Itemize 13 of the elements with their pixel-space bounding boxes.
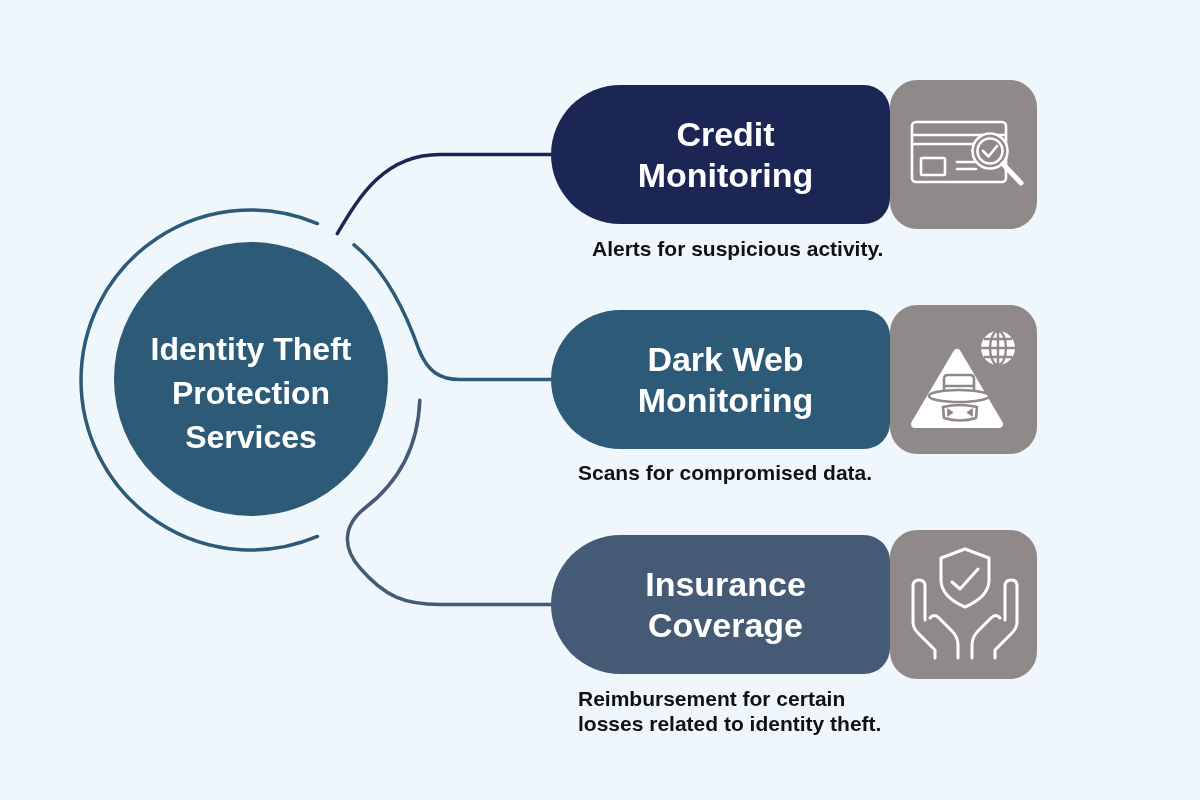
description-text: Reimbursement for certain losses related to identity theft.: [578, 686, 883, 736]
connector-line: [345, 398, 553, 607]
service-pill: [551, 310, 890, 449]
service-pill: [551, 85, 890, 224]
service-pill: [551, 535, 890, 674]
service-title: Dark Web Monitoring: [636, 338, 815, 421]
service-title: Credit Monitoring: [636, 113, 815, 196]
description-text: Scans for compromised data.: [578, 460, 873, 485]
service-title: Insurance Coverage: [644, 563, 807, 646]
connector-line: [352, 243, 553, 382]
connector-line: [335, 152, 553, 236]
hub-title: Identity Theft Protection Services: [149, 330, 353, 457]
description-text: Alerts for suspicious activity.: [592, 236, 884, 261]
